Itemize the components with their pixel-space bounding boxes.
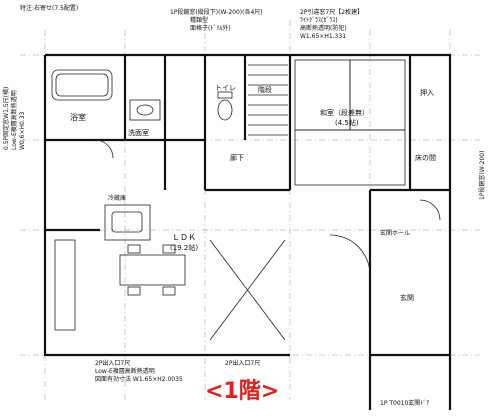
interior-walls bbox=[45, 55, 450, 355]
left-side-1: 0.5P固定窓W1.5尺(横) bbox=[2, 87, 10, 150]
top-window-2b: ﾗｲﾄｸﾞﾗｽ(ｶﾞﾗｽ) bbox=[300, 17, 338, 24]
kitchen-board-label: 冷蔵庫 bbox=[108, 194, 126, 202]
dining-table bbox=[119, 244, 186, 296]
stairs-label: 階段 bbox=[258, 85, 272, 94]
diagonal-void bbox=[209, 239, 286, 341]
top-window-1b: 種類型 bbox=[190, 16, 208, 24]
top-window-2c: 高断熱透明(防犯) bbox=[300, 24, 347, 32]
ldk-size: (19.2帖) bbox=[170, 243, 198, 252]
ldk-label: ＬＤＫ bbox=[172, 233, 196, 242]
hall-label: 廊下 bbox=[230, 153, 244, 162]
bath-label: 浴室 bbox=[70, 112, 86, 122]
washroom-label: 洗面室 bbox=[128, 128, 149, 137]
toilet-label: トイレ bbox=[215, 84, 236, 92]
storage-label: 床の間 bbox=[415, 153, 436, 162]
left-side-2: Low-E複層高断熱透明 bbox=[10, 90, 18, 150]
bottom-right-label: 1P T0010玄関ﾄﾞｱ bbox=[380, 399, 429, 407]
bottom-window-2: 2P出入口7尺 bbox=[225, 359, 260, 367]
top-window-2: 2P引違窓7尺【2枚建】 bbox=[300, 8, 363, 16]
japanese-room-size: (4.5帖) bbox=[335, 118, 359, 127]
bottom-window-1: 2P出入口7尺 bbox=[95, 359, 130, 367]
top-note: 特注:右寄せ(7.5配置) bbox=[20, 4, 78, 12]
kitchen-counter bbox=[54, 204, 151, 331]
floor-title: <1階> bbox=[205, 379, 279, 404]
tatami-mats bbox=[294, 59, 406, 186]
toilet-fixture bbox=[217, 91, 233, 121]
top-window-1: 1P段鏡窓(縦段下)(W-200)(各4尺) bbox=[170, 8, 263, 16]
stair-treads bbox=[248, 64, 288, 136]
top-window-1c: 面格子(ﾄﾞﾘﾙ外) bbox=[190, 24, 231, 32]
bottom-window-1b: Low-E複層高断熱透明 bbox=[95, 367, 155, 375]
plan-labels: 特注:右寄せ(7.5配置) 1P段鏡窓(縦段下)(W-200)(各4尺) 種類型… bbox=[2, 4, 486, 407]
outer-walls bbox=[43, 53, 452, 410]
bathtub bbox=[51, 69, 113, 101]
left-side-3: W0.6×H0.33 bbox=[19, 111, 26, 150]
entrance-label: 玄関 bbox=[400, 293, 414, 302]
japanese-room-label: 和室（段差無） bbox=[320, 108, 369, 117]
top-window-2d: W1.65×H1.331 bbox=[300, 33, 346, 40]
bottom-window-1c: 図面有効寸法 W1.65×H2.0035 bbox=[95, 375, 183, 383]
right-side-label: 1P段鏡窓(W-200) bbox=[478, 151, 486, 200]
washbasin bbox=[129, 99, 161, 121]
closet-label: 押入 bbox=[420, 88, 434, 97]
entrance-hall-label: 玄関ホール bbox=[380, 229, 410, 237]
door-swings bbox=[94, 139, 441, 276]
